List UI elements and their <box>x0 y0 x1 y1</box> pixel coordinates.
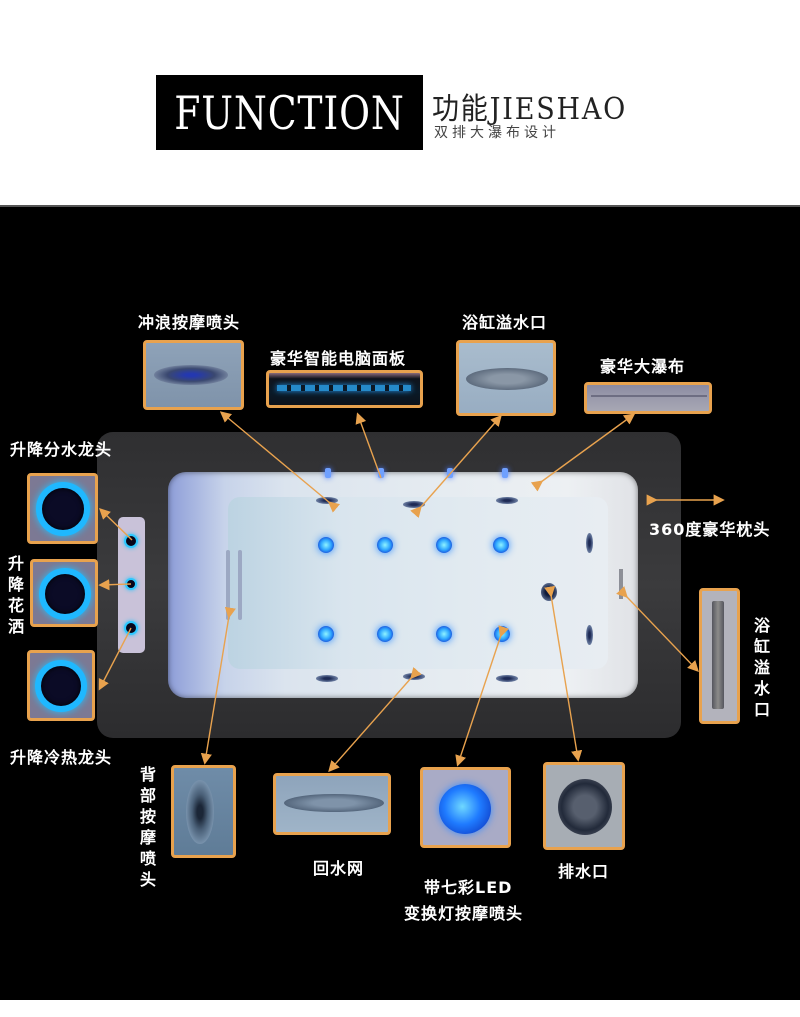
surf-jet <box>496 675 518 682</box>
overflow-side-label: 浴缸溢水口 <box>753 616 770 719</box>
led-jet <box>318 537 334 553</box>
back-jet-rail <box>238 550 242 620</box>
drain <box>541 583 557 601</box>
led-jet <box>318 626 334 642</box>
shower-hole <box>125 578 137 590</box>
rim-light <box>325 468 331 478</box>
side-jet <box>586 625 593 645</box>
back-jet-thumb <box>171 765 236 858</box>
rim-light <box>447 468 453 478</box>
led-jet <box>436 626 452 642</box>
back-jet-label: 背部按摩喷头 <box>139 765 156 889</box>
hot-cold-faucet-label: 升降冷热龙头 <box>10 748 113 767</box>
surf-jet <box>403 501 425 508</box>
control-panel-label: 豪华智能电脑面板 <box>270 349 407 368</box>
rim-light <box>502 468 508 478</box>
led-jet <box>377 626 393 642</box>
led-jet-label-line2: 变换灯按摩喷头 <box>404 904 524 923</box>
page-title: 功能JIESHAO <box>432 92 628 127</box>
header: FUNCTION 功能JIESHAO 双排大瀑布设计 <box>0 0 800 205</box>
overflow-drain-icon <box>466 368 548 390</box>
led-jet-icon <box>439 784 491 834</box>
hot-cold-faucet-thumb <box>27 650 95 721</box>
function-badge: FUNCTION <box>156 75 423 150</box>
diverter-faucet-label: 升降分水龙头 <box>10 440 113 459</box>
surf-jet <box>316 497 338 504</box>
drain-thumb <box>543 762 625 850</box>
led-jet <box>494 626 510 642</box>
waterfall-spout-icon <box>591 395 707 397</box>
shower-label: 升降花洒 <box>7 554 24 636</box>
overflow-side-thumb <box>699 588 740 724</box>
hot-cold-faucet-hole <box>124 621 138 635</box>
pillow-label: 360度豪华枕头 <box>649 520 771 539</box>
return-net-thumb <box>273 773 391 835</box>
led-jet-label-line1: 带七彩LED <box>424 878 513 897</box>
faucet-ring-icon <box>35 660 87 712</box>
page-subtitle: 双排大瀑布设计 <box>434 125 560 141</box>
return-net-icon <box>284 794 384 812</box>
side-jet <box>586 533 593 553</box>
led-control-panel-icon <box>277 385 411 391</box>
drain-label: 排水口 <box>558 862 610 881</box>
control-panel-thumb <box>266 370 423 408</box>
drain-icon <box>558 779 612 835</box>
surf-jet-thumb <box>143 340 244 410</box>
jet-nozzle-icon <box>154 365 228 385</box>
overflow-drain-icon <box>712 601 724 709</box>
led-jet <box>377 537 393 553</box>
diverter-faucet-hole <box>124 534 138 548</box>
surf-jet <box>316 675 338 682</box>
overflow-top-label: 浴缸溢水口 <box>462 313 548 332</box>
surf-jet-label: 冲浪按摩喷头 <box>138 313 241 332</box>
overflow-slot <box>619 569 623 599</box>
led-jet <box>493 537 509 553</box>
rim-light <box>378 468 384 478</box>
diverter-faucet-thumb <box>27 473 98 544</box>
return-net-label: 回水网 <box>313 859 365 878</box>
back-jet-icon <box>186 780 214 844</box>
surf-jet <box>496 497 518 504</box>
led-jet <box>436 537 452 553</box>
back-jet-rail <box>226 550 230 620</box>
led-jet-thumb <box>420 767 511 848</box>
faucet-ring-icon <box>36 482 90 536</box>
waterfall-label: 豪华大瀑布 <box>600 357 686 376</box>
waterfall-thumb <box>584 382 712 414</box>
function-badge-text: FUNCTION <box>174 85 405 140</box>
faucet-ring-icon <box>39 568 91 620</box>
surf-jet <box>403 673 425 680</box>
overflow-top-thumb <box>456 340 556 416</box>
shower-thumb <box>30 559 98 627</box>
